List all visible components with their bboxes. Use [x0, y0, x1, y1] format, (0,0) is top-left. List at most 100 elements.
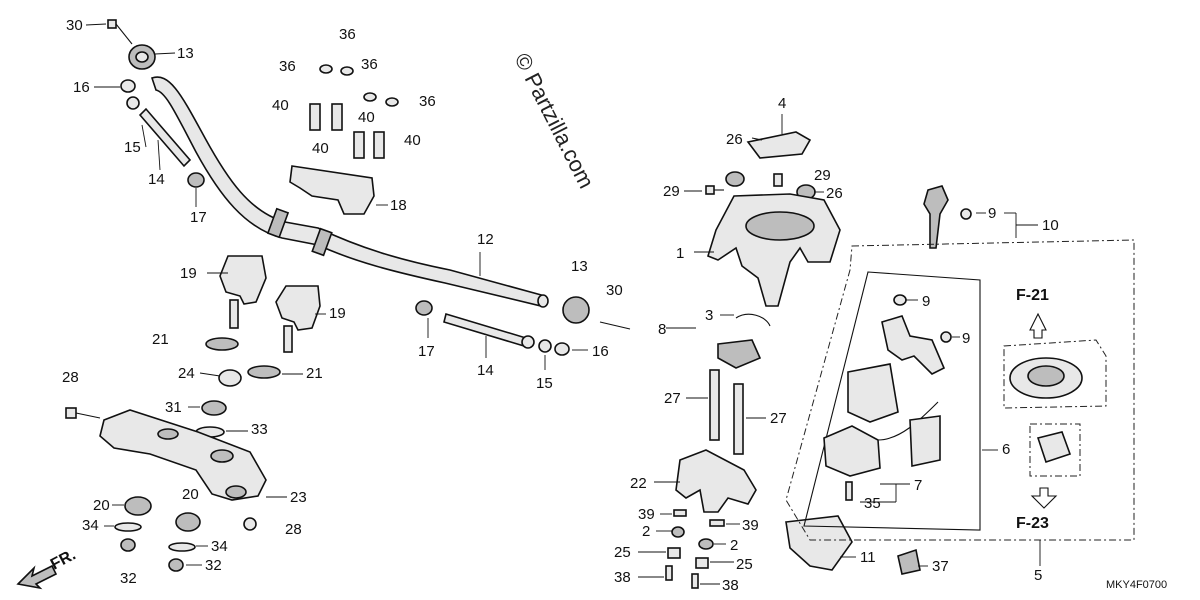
grommet-2-right: [698, 538, 714, 550]
nut-17-left: [187, 172, 205, 188]
holder-stud-right: [283, 325, 293, 353]
assembly-outline-5: [785, 239, 1135, 541]
key-cap-9-a: [893, 294, 907, 306]
callout: 36: [339, 26, 356, 43]
callout: 14: [477, 362, 494, 379]
nut-17-right: [415, 300, 433, 316]
callout: 28: [62, 369, 79, 386]
callout: 13: [571, 258, 588, 275]
callout: 16: [592, 343, 609, 360]
rod-14-end: [521, 335, 535, 349]
leaders-left: [85, 23, 588, 566]
bolt-28-left-head: [65, 407, 77, 419]
bolt-30-top: [107, 19, 133, 45]
screw-35: [845, 481, 853, 501]
bar-end-weight-13-top: [128, 44, 156, 70]
callout: 13: [177, 45, 194, 62]
callout: 15: [536, 375, 553, 392]
bolt-28-right: [243, 517, 257, 531]
ring-15-left: [126, 96, 140, 110]
key-10: [923, 185, 949, 249]
top-cover-opening: [745, 211, 815, 241]
callout: 20: [93, 497, 110, 514]
callout: 40: [358, 109, 375, 126]
callout: 5: [1034, 567, 1042, 584]
screw-39-right: [709, 519, 725, 527]
key-cap-9-b: [940, 331, 952, 343]
watermark: © Partzilla.com: [510, 49, 600, 192]
callout: 38: [614, 569, 631, 586]
nut-32-left: [120, 538, 136, 552]
bolt-38-left: [665, 565, 673, 581]
collar-16-left: [120, 79, 136, 93]
callout: 9: [962, 330, 970, 347]
bridge-hole-3: [225, 485, 247, 499]
callout: 35: [864, 495, 881, 512]
callout: 26: [826, 185, 843, 202]
callout-labels-left: 30 13 36 36 36 36 16 40 40 40 40 15 14 1…: [62, 17, 623, 587]
switch-key: [881, 315, 946, 375]
callout: 38: [722, 577, 739, 594]
lock-frame: [1029, 423, 1081, 477]
lower-holder-19-right: [275, 285, 321, 331]
diagram-code: MKY4F0700: [1106, 579, 1167, 591]
bracket-11: [785, 515, 853, 571]
callout: 2: [642, 523, 650, 540]
callout: 34: [211, 538, 228, 555]
callout: 10: [1042, 217, 1059, 234]
screw-39-left: [673, 509, 687, 517]
callout: 26: [726, 131, 743, 148]
bridge-hole-2: [210, 449, 234, 463]
holder-stud-left: [229, 299, 239, 329]
callout: 40: [312, 140, 329, 157]
callout: 25: [736, 556, 753, 573]
nut-31: [201, 400, 227, 416]
callout: 29: [814, 167, 831, 184]
collar-37: [897, 548, 921, 575]
callout: 9: [988, 205, 996, 222]
callout: 3: [705, 307, 713, 324]
callout: 2: [730, 537, 738, 554]
callout: 23: [290, 489, 307, 506]
leaders-right: [638, 114, 1041, 585]
callout: 29: [663, 183, 680, 200]
callout: 39: [638, 506, 655, 523]
callout: 27: [770, 410, 787, 427]
callout: 9: [922, 293, 930, 310]
washer-34-right: [168, 542, 196, 552]
fuel-cap-frame: [1003, 339, 1107, 409]
screw-29-right: [773, 173, 783, 187]
callout: 6: [1002, 441, 1010, 458]
bolt-38-right: [691, 573, 699, 589]
callout: 24: [178, 365, 195, 382]
callout: 30: [606, 282, 623, 299]
bolt-27-right: [733, 383, 744, 455]
callout: 30: [66, 17, 83, 34]
callout: 25: [614, 544, 631, 561]
callout: 17: [190, 209, 207, 226]
lock-cylinder: [1036, 431, 1072, 464]
top-cover-1: [707, 193, 841, 307]
callout: 36: [419, 93, 436, 110]
lower-holder-19-left: [219, 255, 267, 305]
damper-21-right: [247, 365, 281, 379]
bar-end-weight-13-right: [562, 296, 590, 324]
switch-connector: [909, 415, 941, 467]
bolt-40-group: [309, 103, 385, 159]
handlebar-knurl-right: [311, 227, 333, 257]
callout: 19: [329, 305, 346, 322]
front-arrow: FR.: [16, 546, 79, 590]
damper-8: [717, 339, 762, 369]
callout: 31: [165, 399, 182, 416]
callout: 32: [205, 557, 222, 574]
bushing-24: [218, 369, 242, 387]
up-arrow-icon: [1029, 312, 1047, 339]
callout: 34: [82, 517, 99, 534]
callout: 21: [306, 365, 323, 382]
callout: 20: [182, 486, 199, 503]
callout: 11: [860, 549, 876, 566]
key-cap-9-top: [960, 208, 972, 220]
ref-f23: F-23: [1016, 515, 1049, 532]
collar-25-right: [695, 557, 709, 569]
